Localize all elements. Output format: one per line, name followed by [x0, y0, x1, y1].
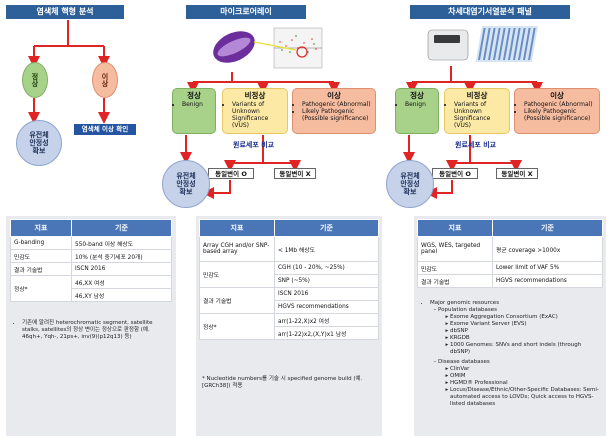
header-microarray: 마이크로어레이 — [186, 5, 306, 19]
genomic-resources-list: Major genomic resources Population datab… — [420, 300, 602, 408]
microarray-criteria-table: 지표 기준 Array CGH and/or SNP-based array< … — [199, 219, 379, 340]
header-ngs: 차세대염기서열분석 패널 — [410, 5, 570, 19]
vus-box-right: 비정상 Variants of Unknown Significance (VU… — [444, 88, 510, 134]
header-karyotype: 염색체 핵형 분석 — [6, 5, 124, 19]
diff-variant-middle: 동일변이 X — [274, 168, 316, 179]
note-left: 기존에 알려진 heterochromatic segment, satelli… — [12, 320, 170, 341]
table-row: 정상*arr(1-22,X)x2 여성 — [199, 313, 379, 340]
normal-circle: 정상 — [22, 62, 48, 98]
cell-compare-label-right: 원료세포 비교 — [455, 141, 497, 149]
table-row: arr(1-22)x2,(X,Y)x1 남성 — [200, 326, 379, 340]
vus-box-middle: 비정상 Variants of Unknown Significance (VU… — [222, 88, 288, 134]
same-variant-right: 동일변이 O — [432, 168, 478, 179]
normal-box-right: 정상 Benign — [395, 88, 439, 134]
th-indicator: 지표 — [10, 219, 72, 237]
abnormal-box-right: 이상 Pathogenic (Abnormal)Likely Pathogeni… — [514, 88, 600, 134]
table-row: SNP (~5%) — [200, 274, 379, 288]
microarray-image — [204, 22, 324, 72]
th-criteria: 기준 — [71, 219, 172, 237]
table-row: 정상*46,XX 여성 — [10, 275, 172, 302]
table-row: 46,XY 남성 — [11, 288, 172, 302]
diff-variant-right: 동일변이 X — [496, 168, 538, 179]
same-variant-middle: 동일변이 O — [208, 168, 254, 179]
table-row: Array CGH and/or SNP-based array< 1Mb 해상… — [199, 236, 379, 262]
sequencer-image — [424, 22, 544, 66]
note-middle: * Nucleotide numbers를 기술 시 specified gen… — [202, 376, 363, 389]
cell-compare-label-middle: 원료세포 비교 — [233, 141, 275, 149]
normal-box-middle: 정상 Benign — [172, 88, 216, 134]
chromosome-abnormal-confirm: 염색체 이상 확인 — [74, 124, 136, 135]
abnormal-box-middle: 이상 Pathogenic (Abnormal)Likely Pathogeni… — [292, 88, 376, 134]
abnormal-circle: 이상 — [92, 62, 118, 98]
